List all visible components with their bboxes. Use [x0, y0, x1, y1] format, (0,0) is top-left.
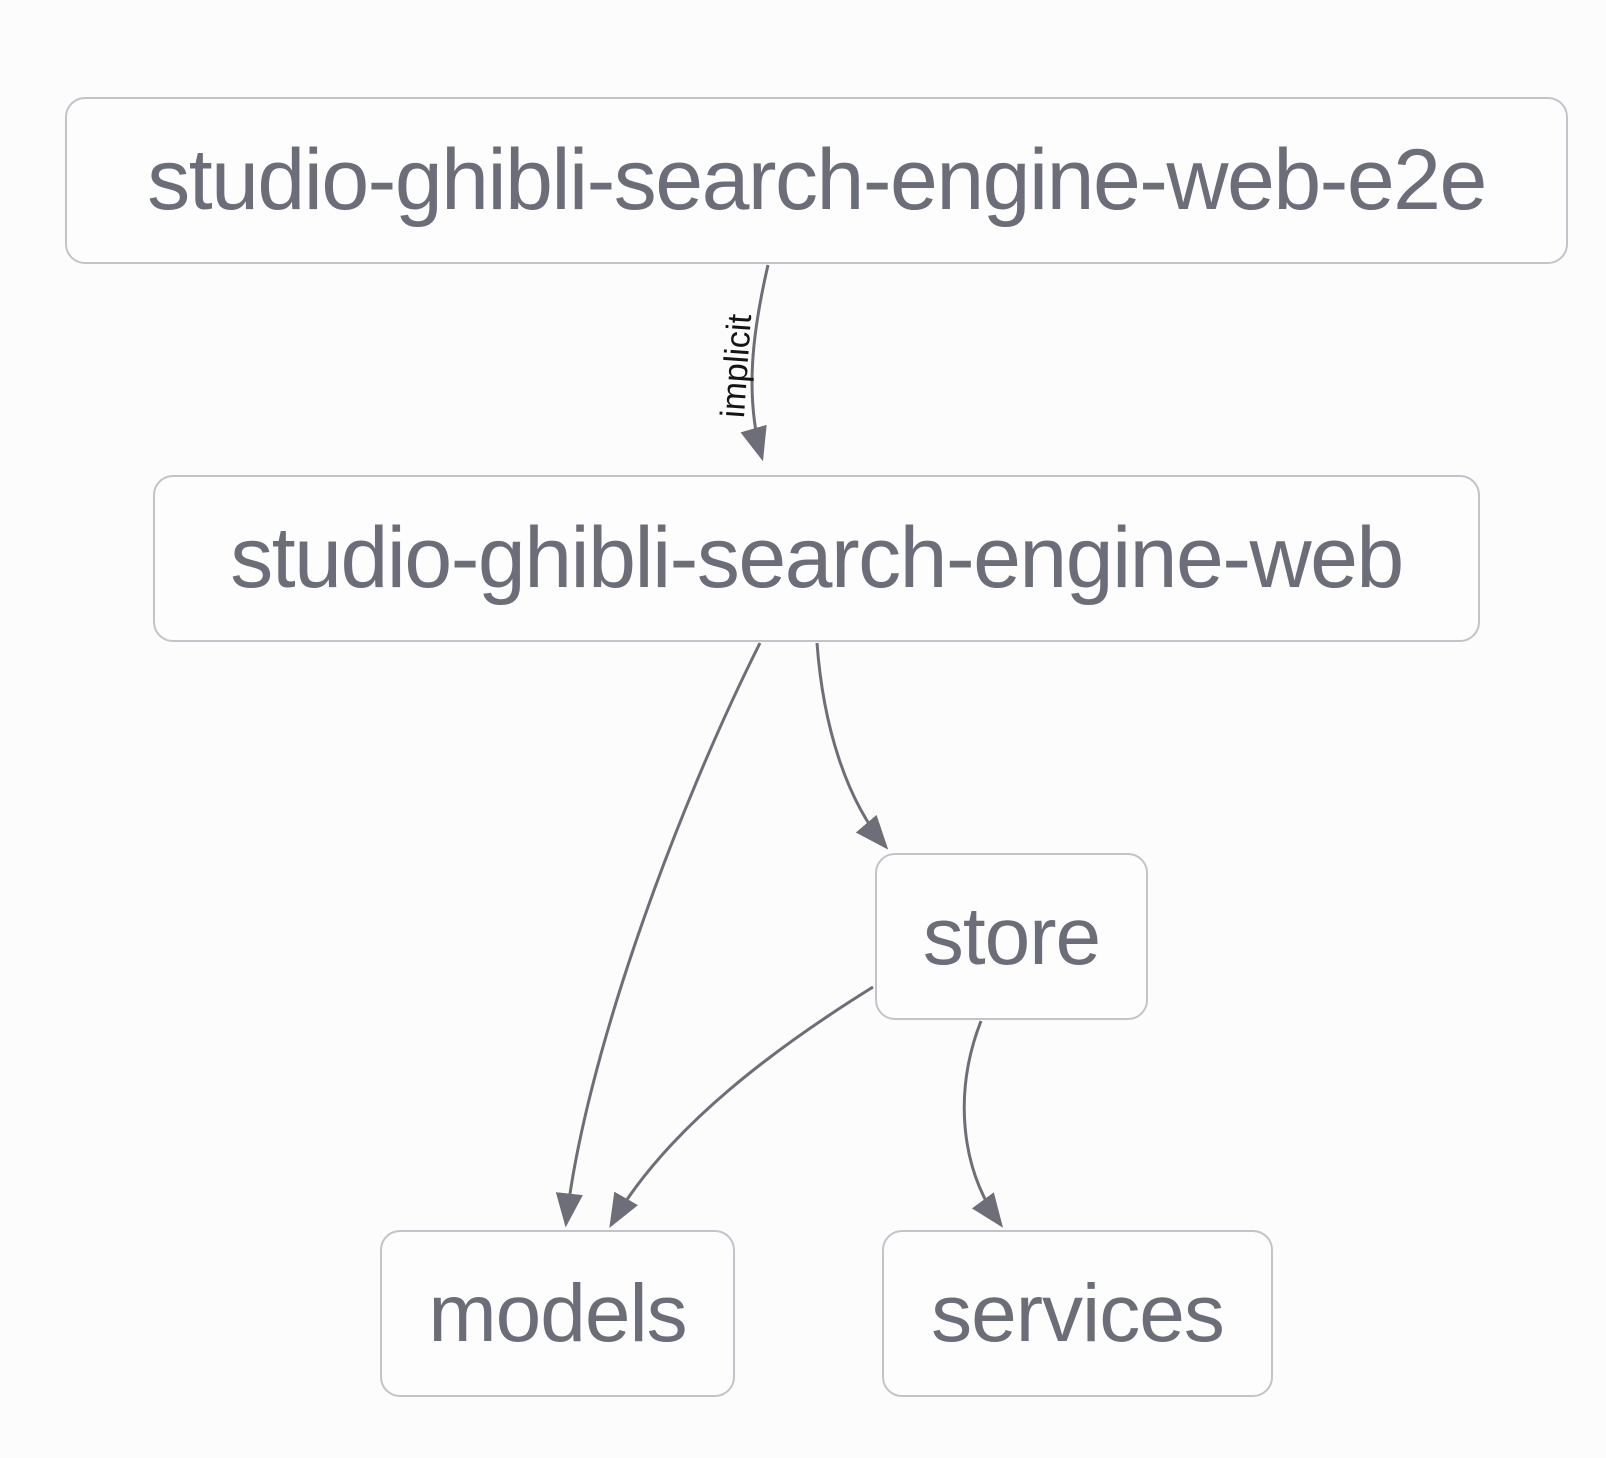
node-studio-ghibli-search-engine-web-e2e[interactable]: studio-ghibli-search-engine-web-e2e	[65, 97, 1568, 264]
edge-store-to-models	[609, 985, 874, 1228]
node-studio-ghibli-search-engine-web[interactable]: studio-ghibli-search-engine-web	[153, 475, 1480, 642]
node-services[interactable]: services	[882, 1230, 1273, 1397]
edge-web-to-store	[815, 642, 889, 850]
edge-e2e-to-web	[740, 264, 770, 462]
node-store[interactable]: store	[875, 853, 1148, 1020]
edge-label-implicit: implicit	[713, 312, 760, 420]
edge-web-to-models	[555, 642, 762, 1228]
edge-store-to-services	[962, 1020, 1004, 1228]
node-models[interactable]: models	[380, 1230, 735, 1397]
